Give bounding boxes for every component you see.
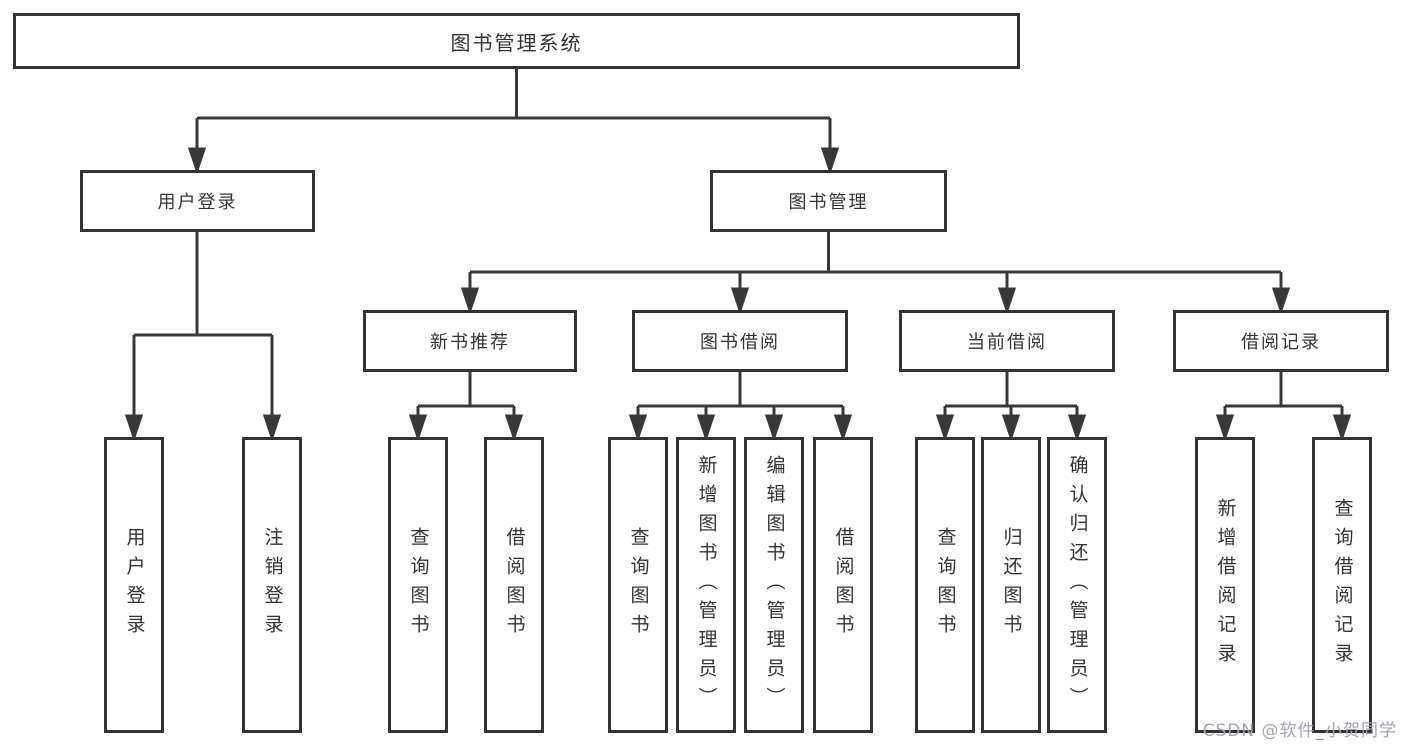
connector-user-login-children xyxy=(124,232,282,442)
arrow-down-icon xyxy=(504,414,524,442)
connector-new-book-children xyxy=(408,372,524,442)
leaf-confirm-return-admin: 确认归还（管理员） xyxy=(1047,437,1107,733)
node-book-management: 图书管理 xyxy=(710,170,947,232)
leaf-label: 确认归还（管理员） xyxy=(1066,454,1089,716)
node-borrow-record: 借阅记录 xyxy=(1173,310,1389,372)
arrow-down-icon xyxy=(730,287,750,315)
leaf-add-books-admin: 新增图书（管理员） xyxy=(676,437,736,733)
leaf-label: 查询借阅记录 xyxy=(1331,498,1354,672)
leaf-label: 借阅图书 xyxy=(503,527,526,643)
leaf-borrow-books-2: 借阅图书 xyxy=(813,437,873,733)
arrow-down-icon xyxy=(460,287,480,315)
leaf-query-borrow-record: 查询借阅记录 xyxy=(1312,437,1372,733)
node-user-login: 用户登录 xyxy=(80,170,315,232)
leaf-label: 查询图书 xyxy=(407,527,430,643)
arrow-down-icon xyxy=(820,147,840,175)
connector-root-to-level2 xyxy=(187,68,840,175)
leaf-return-books: 归还图书 xyxy=(981,437,1041,733)
arrow-down-icon xyxy=(262,414,282,442)
arrow-down-icon xyxy=(628,414,648,442)
watermark: CSDN @软件_小贺同学 xyxy=(1202,721,1397,741)
connector-current-borrow-children xyxy=(935,372,1087,442)
arrow-down-icon xyxy=(833,414,853,442)
leaf-label: 编辑图书（管理员） xyxy=(763,454,786,716)
arrow-down-icon xyxy=(124,414,144,442)
leaf-label: 归还图书 xyxy=(1000,527,1023,643)
leaf-label: 查询图书 xyxy=(627,527,650,643)
leaf-user-login: 用户登录 xyxy=(104,437,164,733)
leaf-label: 注销登录 xyxy=(261,527,284,643)
node-root-system: 图书管理系统 xyxy=(13,13,1020,69)
arrow-down-icon xyxy=(935,414,955,442)
leaf-add-borrow-record: 新增借阅记录 xyxy=(1195,437,1255,733)
arrow-down-icon xyxy=(408,414,428,442)
connector-borrow-record-children xyxy=(1215,372,1352,442)
leaf-edit-books-admin: 编辑图书（管理员） xyxy=(744,437,804,733)
arrow-down-icon xyxy=(696,414,716,442)
node-new-book-recommend: 新书推荐 xyxy=(363,310,577,372)
arrow-down-icon xyxy=(1067,414,1087,442)
connector-book-management-children xyxy=(460,232,1291,315)
connector-book-borrow-children xyxy=(628,372,853,442)
arrow-down-icon xyxy=(997,287,1017,315)
leaf-logout: 注销登录 xyxy=(242,437,302,733)
leaf-query-books-2: 查询图书 xyxy=(608,437,668,733)
leaf-borrow-books: 借阅图书 xyxy=(484,437,544,733)
arrow-down-icon xyxy=(764,414,784,442)
leaf-label: 借阅图书 xyxy=(832,527,855,643)
arrow-down-icon xyxy=(1271,287,1291,315)
arrow-down-icon xyxy=(1332,414,1352,442)
leaf-label: 新增借阅记录 xyxy=(1214,498,1237,672)
arrow-down-icon xyxy=(1215,414,1235,442)
leaf-label: 新增图书（管理员） xyxy=(695,454,718,716)
leaf-label: 用户登录 xyxy=(123,527,146,643)
arrow-down-icon xyxy=(1001,414,1021,442)
leaf-query-books: 查询图书 xyxy=(388,437,448,733)
node-current-borrow: 当前借阅 xyxy=(899,310,1115,372)
arrow-down-icon xyxy=(187,147,207,175)
leaf-query-books-3: 查询图书 xyxy=(915,437,975,733)
node-book-borrow: 图书借阅 xyxy=(632,310,848,372)
leaf-label: 查询图书 xyxy=(934,527,957,643)
